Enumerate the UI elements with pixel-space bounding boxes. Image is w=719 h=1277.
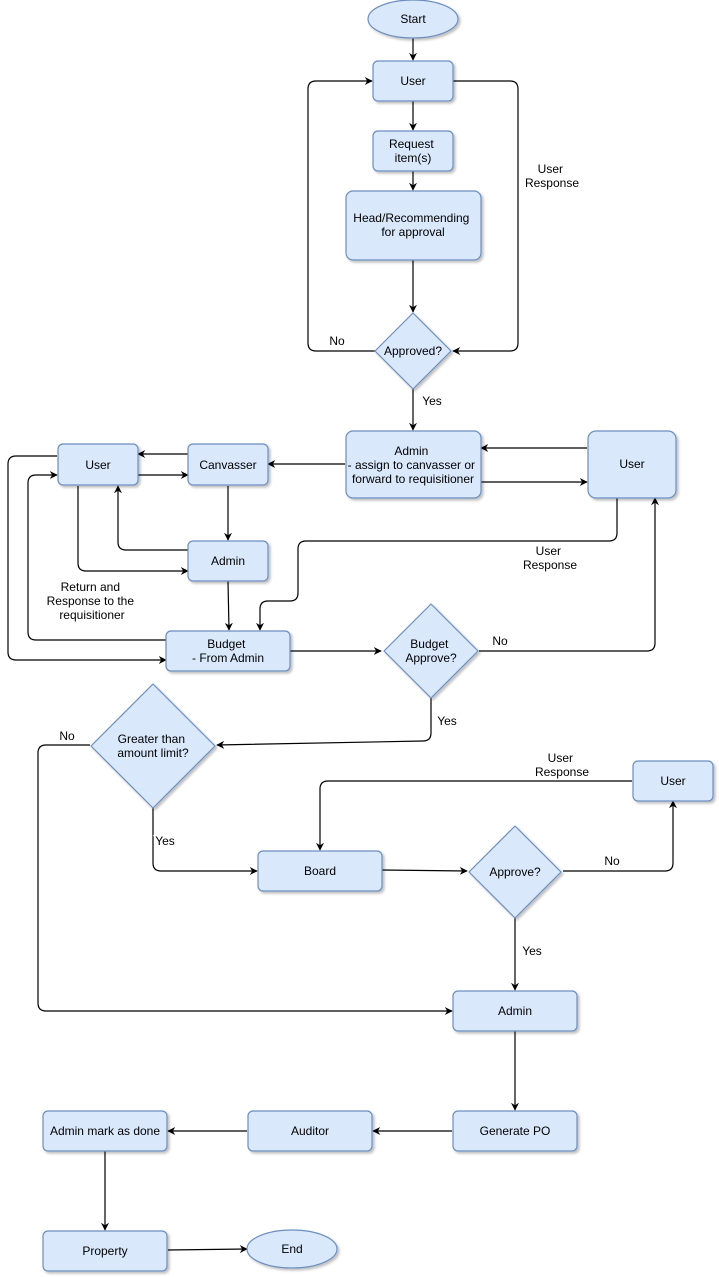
node-start: Start	[367, 0, 459, 39]
edge-labels: User Response No Yes User Response Retur…	[45, 161, 621, 960]
node-greater-than-limit-decision: Greater than amount limit?	[90, 683, 216, 809]
edge-admin-to-budget	[224, 580, 233, 631]
edge-user-board-to-board	[316, 780, 632, 851]
svg-text:Greater than amount li: Greater than amount limit?	[117, 732, 189, 760]
node-user-right: User	[587, 430, 677, 499]
edge-user-left-to-budget	[7, 455, 167, 664]
edge-budget-approve-yes	[216, 698, 432, 749]
edge-admin-to-user-left	[114, 485, 188, 551]
edge-label-user-response-2: User Response	[523, 544, 577, 572]
svg-text:Request item(s): Request item(s)	[389, 137, 437, 165]
node-admin-mark-done: Admin mark as done	[42, 1110, 168, 1152]
svg-text:Admin: Admin	[498, 1004, 532, 1018]
node-generate-po: Generate PO	[452, 1110, 578, 1152]
node-user: User	[372, 60, 454, 102]
svg-text:User: User	[85, 458, 110, 472]
node-end: End	[246, 1229, 338, 1269]
edge-label-yes-approve2: Yes	[522, 944, 542, 958]
edge-property-to-end	[167, 1245, 248, 1254]
edge-board-to-approve	[381, 866, 468, 875]
edge-label-no-greater: No	[59, 729, 75, 743]
edge-approved-no	[307, 77, 375, 352]
node-admin-assign: Admin - assign to canvasser or forward t…	[345, 430, 482, 499]
svg-text:Admin - assign to canv: Admin - assign to canvasser or forward t…	[348, 444, 479, 486]
node-board: Board	[257, 850, 383, 892]
node-budget-approve-decision: Budget Approve?	[383, 603, 479, 699]
node-user-board: User	[632, 760, 714, 802]
node-budget: Budget - From Admin	[165, 630, 291, 672]
edge-label-no-approved: No	[329, 334, 345, 348]
node-auditor: Auditor	[247, 1110, 373, 1152]
edge-approve-no	[563, 800, 677, 872]
svg-text:Admin mark as done: Admin mark as done	[50, 1124, 160, 1138]
svg-text:Start: Start	[400, 12, 426, 26]
node-admin-po: Admin	[452, 990, 578, 1032]
edge-user-response-loop	[452, 80, 519, 355]
node-approved-decision: Approved?	[374, 312, 452, 390]
svg-text:Generate PO: Generate PO	[480, 1124, 551, 1138]
edges	[7, 38, 677, 1254]
edge-label-yes-approved: Yes	[422, 394, 442, 408]
svg-text:User: User	[400, 74, 425, 88]
edge-label-user-response-1: User Response	[525, 162, 579, 190]
edge-budget-to-user-left	[27, 471, 166, 641]
edge-greater-yes	[152, 807, 258, 875]
svg-text:Approved?: Approved?	[384, 344, 442, 358]
edge-budget-approve-no	[479, 497, 659, 652]
svg-text:User: User	[660, 774, 685, 788]
nodes: Start User Request item(s) Head/Recommen…	[42, 0, 714, 1272]
node-request-items: Request item(s)	[372, 130, 454, 172]
svg-text:End: End	[281, 1242, 302, 1256]
node-canvasser: Canvasser	[187, 443, 269, 486]
edge-label-no-budget: No	[492, 634, 508, 648]
edge-user-right-to-budget	[256, 498, 618, 631]
edge-user-left-to-admin	[77, 486, 189, 575]
svg-text:Board: Board	[304, 864, 336, 878]
svg-text:User: User	[619, 457, 644, 471]
svg-text:Budget - From Admin: Budget - From Admin	[192, 637, 264, 665]
node-admin-mid: Admin	[187, 540, 269, 582]
svg-text:Admin: Admin	[211, 554, 245, 568]
edge-label-no-approve2: No	[604, 854, 620, 868]
node-user-left: User	[57, 443, 139, 486]
edge-greater-no	[37, 744, 453, 1015]
svg-text:Auditor: Auditor	[291, 1124, 329, 1138]
edge-label-user-response-3: User Response	[535, 751, 589, 779]
node-head-recommending: Head/Recommending for approval	[345, 190, 482, 261]
node-approve-decision: Approve?	[468, 825, 562, 919]
edge-label-return-response: Return and Response to the requisitioner	[47, 580, 138, 622]
svg-text:Approve?: Approve?	[489, 865, 541, 879]
edge-label-yes-budget: Yes	[437, 714, 457, 728]
edge-label-yes-greater: Yes	[155, 834, 175, 848]
svg-text:Head/Recommending for: Head/Recommending for approval	[353, 211, 472, 239]
svg-text:Property: Property	[82, 1244, 127, 1258]
svg-text:Canvasser: Canvasser	[199, 458, 256, 472]
node-property: Property	[42, 1230, 168, 1272]
svg-text:Budget Approve?: Budget Approve?	[405, 637, 457, 665]
